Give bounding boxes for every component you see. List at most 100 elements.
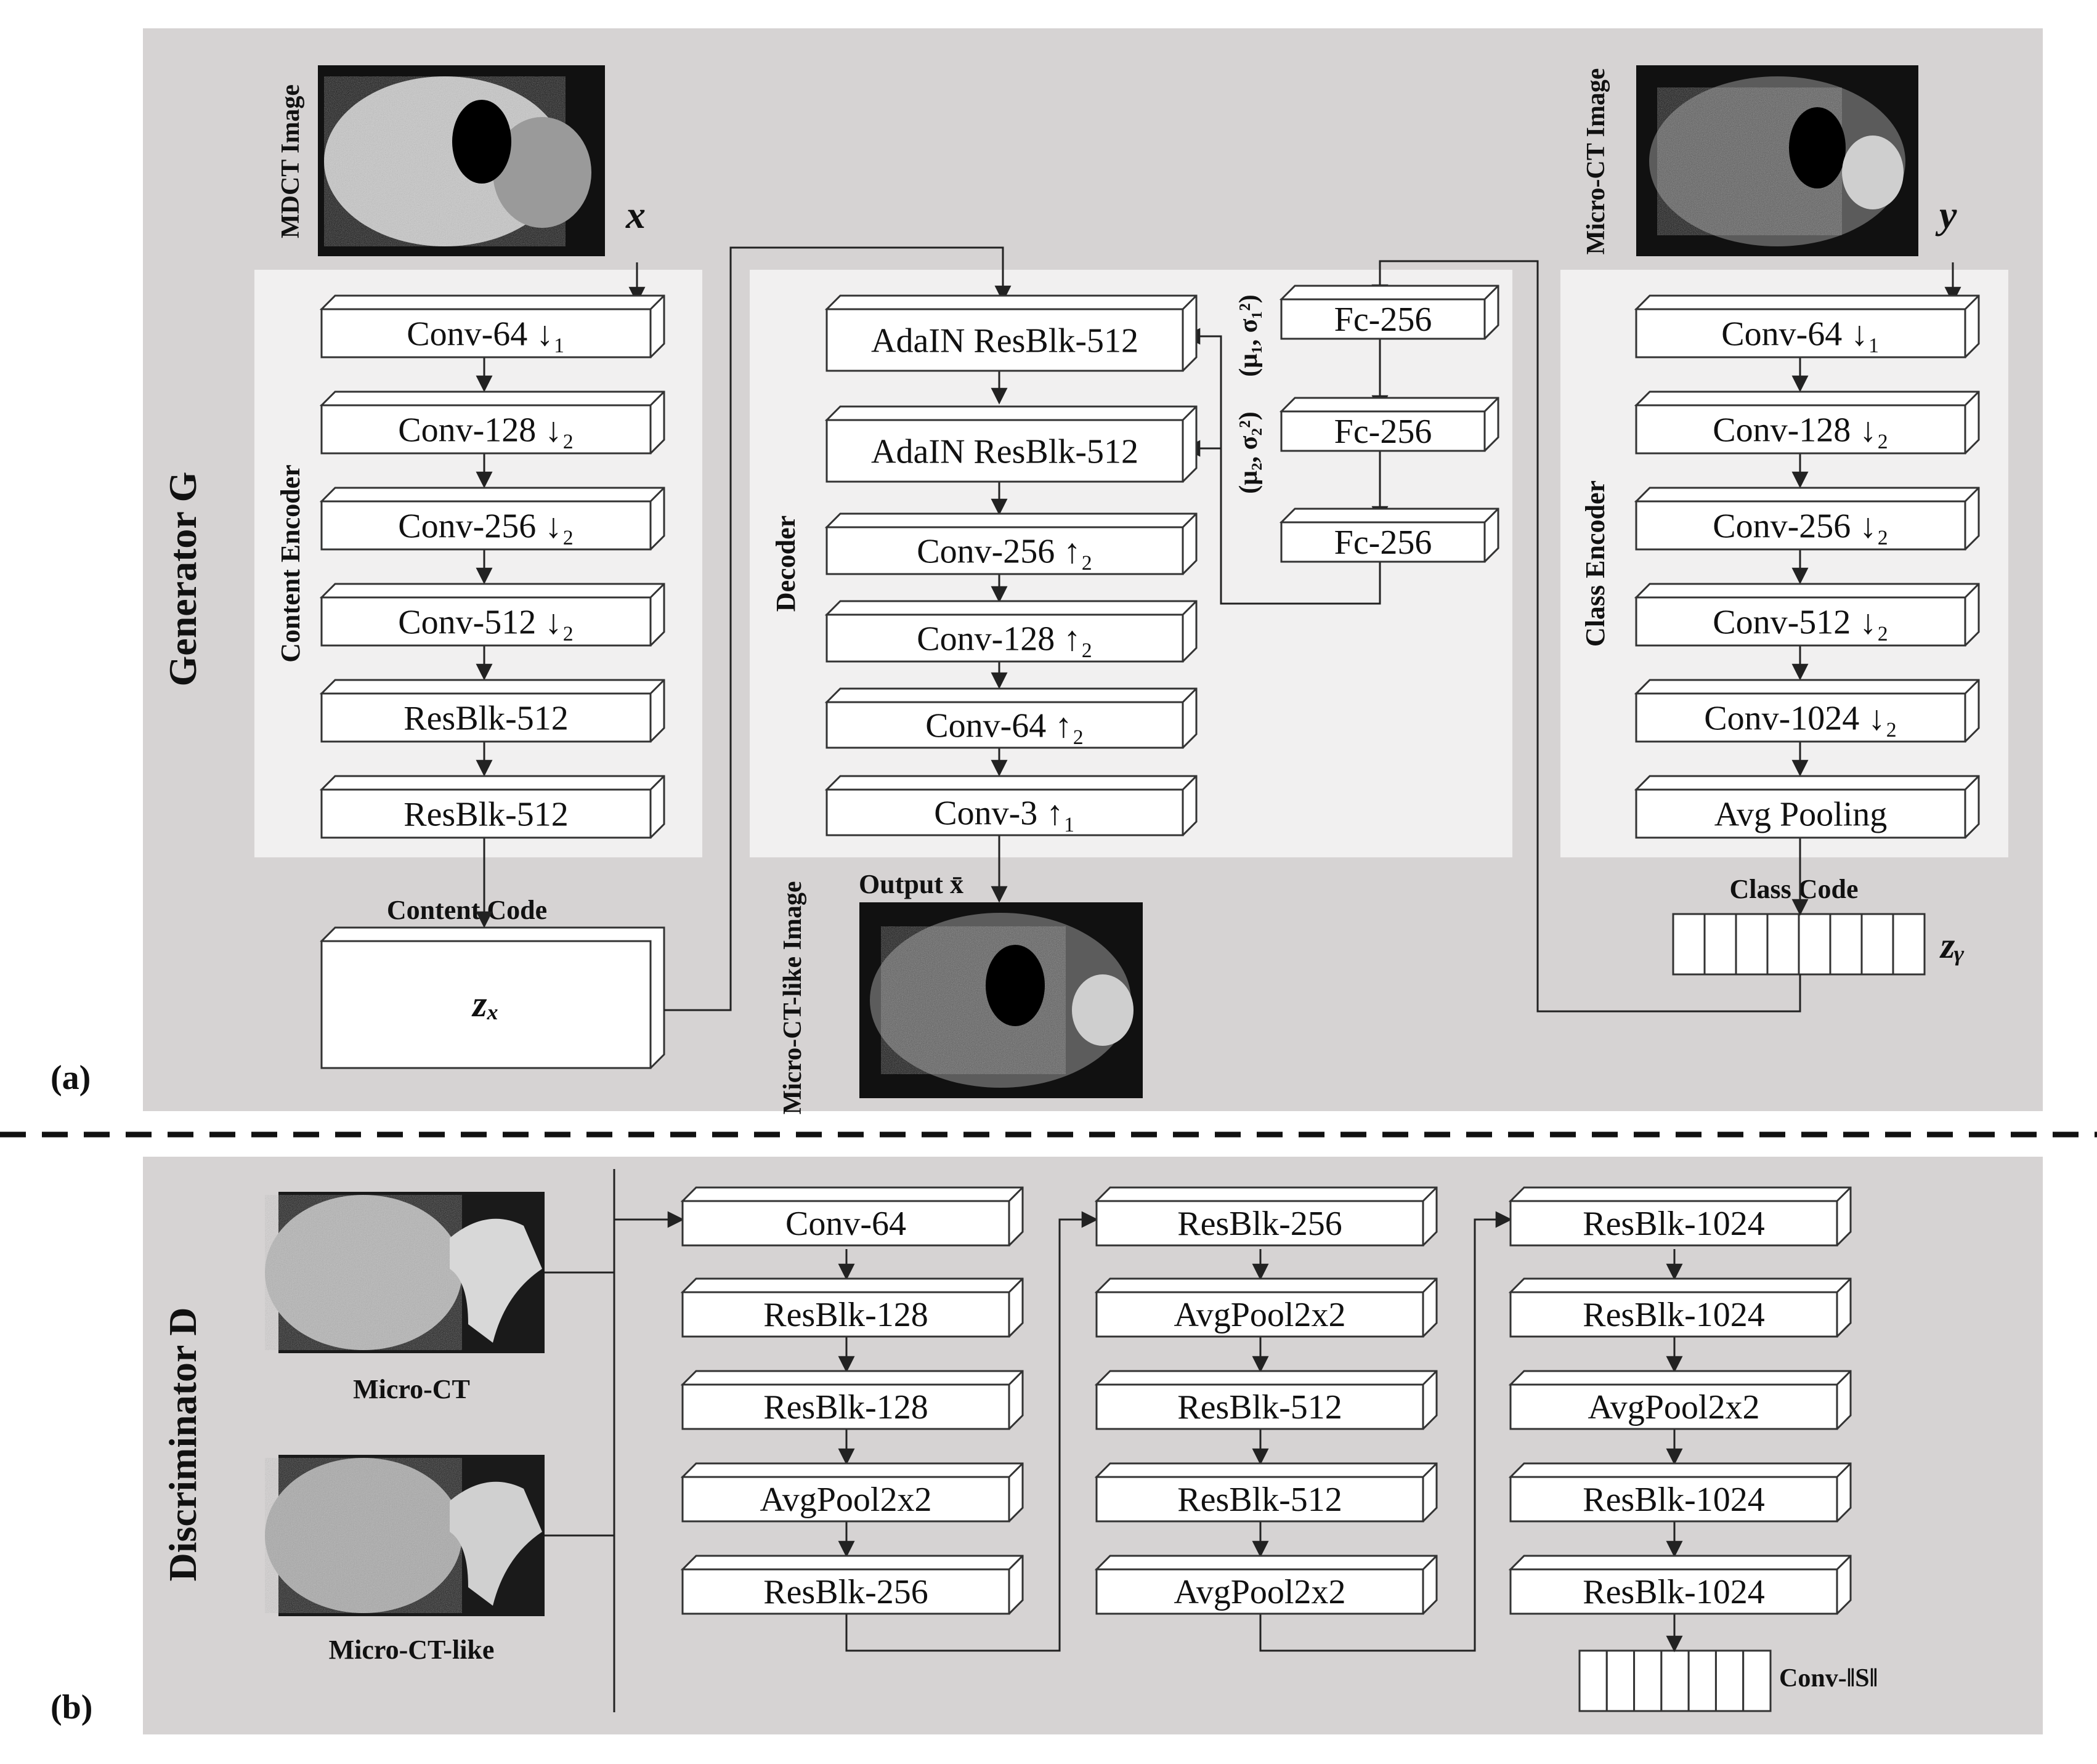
disc-micro-ct-like-image <box>265 1455 545 1616</box>
discriminator-output-cell-6 <box>1714 1649 1745 1712</box>
class-encoder-block-2: Conv-128 ↓₂ <box>1634 390 1980 455</box>
output-label: Output x̄ <box>859 869 963 899</box>
mlp-param-1: (μ₁, σ₁²) <box>1235 294 1263 376</box>
discriminator-output-cell-5 <box>1687 1649 1717 1712</box>
content-encoder-block-1-label: Conv-64 ↓₁ <box>407 315 566 354</box>
content-encoder-block-3-label: Conv-256 ↓₂ <box>398 508 574 546</box>
disc-micro-ct-image <box>265 1192 545 1353</box>
discriminator-output-cell-2 <box>1605 1649 1636 1712</box>
class-code-cell-6 <box>1829 913 1863 976</box>
z-x-symbol: zₓ <box>471 984 500 1024</box>
discriminator-col3-block-4: ResBlk-1024 <box>1508 1462 1852 1523</box>
col1-to-col2 <box>845 1211 1098 1652</box>
content-encoder-block-2-label: Conv-128 ↓₂ <box>398 411 574 450</box>
discriminator-output-cell-3 <box>1633 1649 1663 1712</box>
discriminator-col2-block-4: ResBlk-512 <box>1094 1462 1438 1523</box>
mlp-to-adain <box>1183 328 1381 605</box>
discriminator-title: Discriminator D <box>161 1308 205 1582</box>
class-code-cell-2 <box>1703 913 1737 976</box>
class-encoder-block-1-label: Conv-64 ↓₁ <box>1721 315 1880 354</box>
class-code-label: Class Code <box>1729 874 1858 904</box>
discriminator-output-vector <box>1578 1649 1772 1712</box>
disc-micro-ct-label: Micro-CT <box>353 1374 470 1404</box>
discriminator-col2-block-3-label: ResBlk-512 <box>1177 1388 1342 1426</box>
discriminator-col3-block-3: AvgPool2x2 <box>1508 1370 1852 1430</box>
connections <box>476 246 1961 1712</box>
class-encoder-block-4-label: Conv-512 ↓₂ <box>1713 604 1889 642</box>
content-encoder-group <box>254 270 702 857</box>
mlp-block-2: Fc-256 <box>1279 397 1499 452</box>
discriminator-col3-block-1: ResBlk-1024 <box>1508 1186 1852 1247</box>
mlp-block-1: Fc-256 <box>1279 285 1499 340</box>
discriminator-col2-block-5-label: AvgPool2x2 <box>1174 1573 1346 1611</box>
content-encoder-block-3: Conv-256 ↓₂ <box>319 487 665 551</box>
class-code-cell-1 <box>1672 913 1706 976</box>
discriminator-col2-block-5: AvgPool2x2 <box>1094 1555 1438 1615</box>
class-encoder-block-1: Conv-64 ↓₁ <box>1634 294 1980 358</box>
content-encoder-title: Content Encoder <box>275 464 306 662</box>
discriminator-col3-block-4-label: ResBlk-1024 <box>1583 1481 1765 1519</box>
content-encoder-block-1: Conv-64 ↓₁ <box>319 294 665 358</box>
decoder-block-6: Conv-3 ↑₁ <box>824 775 1198 836</box>
content-encoder-block-5: ResBlk-512 <box>319 679 665 743</box>
mdct-image <box>318 65 605 256</box>
content-code-label: Content Code <box>387 895 547 925</box>
mlp-block-2-label: Fc-256 <box>1334 413 1432 451</box>
disc-micro-ct-like-label: Micro-CT-like <box>329 1635 495 1665</box>
class-encoder-block-6-label: Avg Pooling <box>1714 796 1888 834</box>
x-symbol: x <box>625 193 646 237</box>
content-encoder-block-4: Conv-512 ↓₂ <box>319 583 665 647</box>
decoder-block-6-label: Conv-3 ↑₁ <box>934 795 1076 833</box>
discriminator-col2-block-1: ResBlk-256 <box>1094 1186 1438 1247</box>
class-encoder-block-3-label: Conv-256 ↓₂ <box>1713 508 1889 546</box>
panel-b-label: (b) <box>51 1688 92 1726</box>
mlp-block-3: Fc-256 <box>1279 508 1499 563</box>
decoder-block-3-label: Conv-256 ↑₂ <box>917 533 1093 571</box>
discriminator-output-cell-1 <box>1578 1649 1608 1712</box>
decoder-block-3: Conv-256 ↑₂ <box>824 512 1198 575</box>
discriminator-col2-block-2: AvgPool2x2 <box>1094 1277 1438 1338</box>
discriminator-col1-block-1-label: Conv-64 <box>785 1205 906 1243</box>
discriminator-col3-block-3-label: AvgPool2x2 <box>1588 1388 1760 1426</box>
discriminator-col3-block-5-label: ResBlk-1024 <box>1583 1573 1765 1611</box>
class-code-cell-5 <box>1798 913 1831 976</box>
discriminator-col1-block-3: ResBlk-128 <box>680 1370 1024 1430</box>
content-encoder-block-4-label: Conv-512 ↓₂ <box>398 604 574 642</box>
class-encoder-group <box>1560 270 2008 857</box>
content-encoder-block-2: Conv-128 ↓₂ <box>319 390 665 455</box>
discriminator-col1-block-2-label: ResBlk-128 <box>763 1296 928 1334</box>
content-code-box <box>320 926 665 1069</box>
class-code-cell-4 <box>1766 913 1800 976</box>
discriminator-output-cell-4 <box>1660 1649 1690 1712</box>
content-encoder-block-6-label: ResBlk-512 <box>404 796 569 834</box>
blocks-layer: Conv-64 ↓₁ Conv-128 ↓₂ Conv-256 ↓₂ Conv-512… <box>319 285 1980 1615</box>
col2-to-col3 <box>1259 1211 1512 1652</box>
discriminator-col3-block-1-label: ResBlk-1024 <box>1583 1205 1765 1243</box>
z-y-symbol: zᵧ <box>1939 925 1964 966</box>
mlp-param-2: (μ₂, σ₂²) <box>1235 411 1263 493</box>
panel-a-label: (a) <box>51 1059 91 1097</box>
class-encoder-title: Class Encoder <box>1580 480 1610 647</box>
decoder-block-4-label: Conv-128 ↑₂ <box>917 620 1093 658</box>
micro-ct-image <box>1636 65 1918 256</box>
class-code-to-mlp <box>1371 260 1801 1013</box>
decoder-block-1-label: AdaIN ResBlk-512 <box>871 322 1138 360</box>
class-code-cell-8 <box>1892 913 1926 976</box>
discriminator-col2-block-2-label: AvgPool2x2 <box>1174 1296 1346 1334</box>
discriminator-col3-block-5: ResBlk-1024 <box>1508 1555 1852 1615</box>
content-encoder-block-5-label: ResBlk-512 <box>404 700 569 738</box>
discriminator-col1-block-4-label: AvgPool2x2 <box>760 1481 932 1519</box>
decoder-block-5: Conv-64 ↑₂ <box>824 687 1198 749</box>
decoder-title: Decoder <box>771 516 801 612</box>
decoder-block-2-label: AdaIN ResBlk-512 <box>871 433 1138 471</box>
discriminator-col1-block-2: ResBlk-128 <box>680 1277 1024 1338</box>
discriminator-col1-block-5: ResBlk-256 <box>680 1555 1024 1615</box>
class-encoder-block-5: Conv-1024 ↓₂ <box>1634 679 1980 743</box>
content-encoder-block-6: ResBlk-512 <box>319 775 665 839</box>
content-code-to-decoder <box>664 246 1012 1011</box>
output-image <box>859 902 1143 1098</box>
discriminator-col3-block-2-label: ResBlk-1024 <box>1583 1296 1765 1334</box>
class-encoder-block-4: Conv-512 ↓₂ <box>1634 583 1980 647</box>
discriminator-col1-block-5-label: ResBlk-256 <box>763 1573 928 1611</box>
